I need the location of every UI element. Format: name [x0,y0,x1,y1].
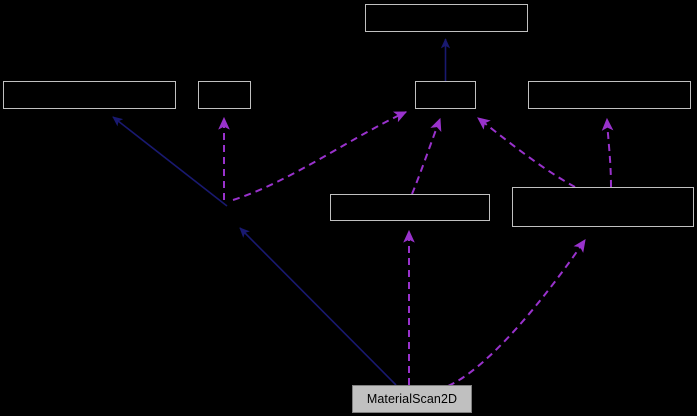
class-node-materialscan2d[interactable]: MaterialScan2D [352,385,472,413]
class-node-0[interactable] [365,4,528,32]
class-node-2[interactable] [198,81,251,109]
class-node-5[interactable] [330,194,490,221]
class-node-6[interactable] [512,187,694,227]
class-node-3[interactable] [415,81,476,109]
edge-row3left-to-center-box [411,117,442,195]
edge-hub-to-left-box [112,116,228,207]
class-node-materialscan2d-label: MaterialScan2D [366,391,458,406]
class-node-4[interactable] [528,81,691,109]
class-node-1[interactable] [3,81,176,109]
edge-materialscan2d-to-row3right [447,239,586,387]
edge-hub-to-center-box [232,111,408,201]
edge-row3right-to-center-box [477,117,576,188]
edge-materialscan2d-to-hub [239,227,397,386]
edge-row3right-to-right-box [601,117,614,188]
